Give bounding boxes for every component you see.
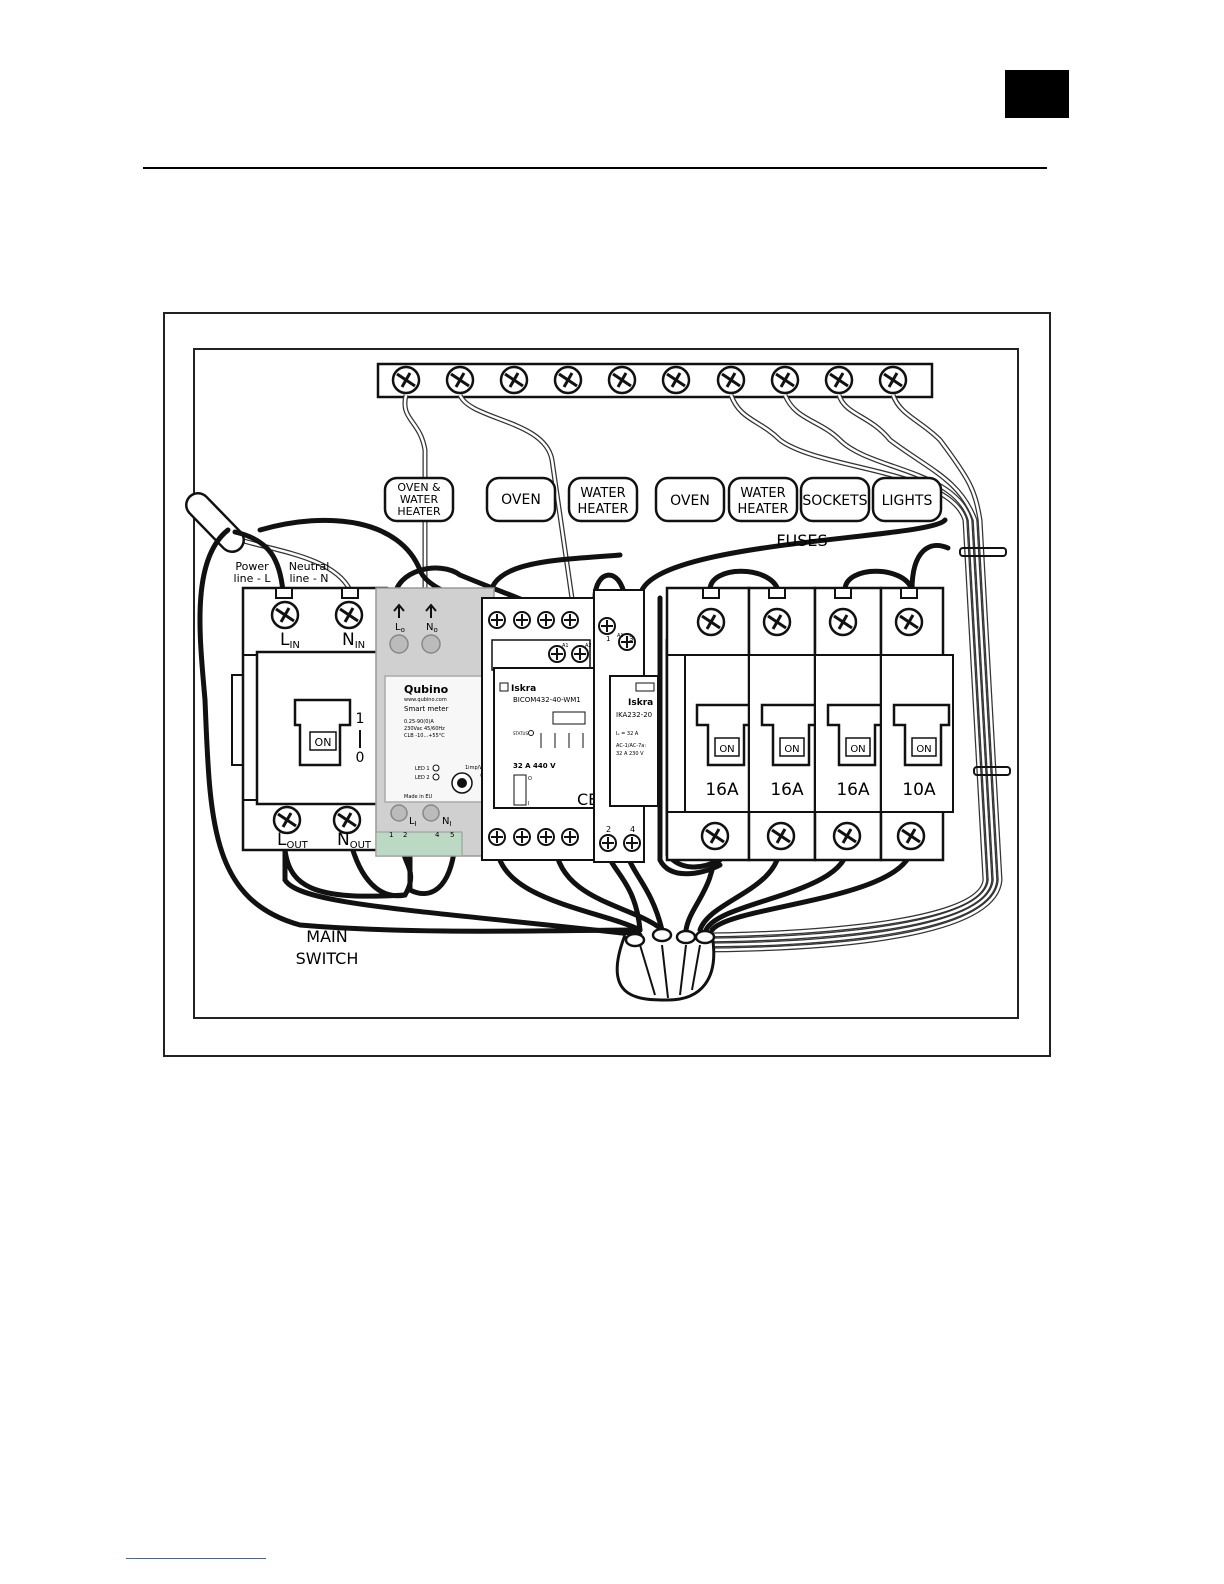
relay-brand: Iskra: [628, 698, 653, 708]
label-oven-water-heater-l2: WATER: [400, 493, 439, 506]
relay-spec-1: Iₑ = 32 A: [616, 731, 639, 737]
label-oven-water-heater-l3: HEATER: [397, 505, 441, 518]
label-water-heater: [567, 476, 639, 523]
n-in-label: NIN: [342, 630, 365, 651]
contactor-i: I: [528, 801, 529, 807]
breaker-1: ON 16A: [665, 586, 754, 862]
label-oven-water-heater: [383, 476, 455, 523]
label-water-heater-2-l1: WATER: [740, 486, 785, 501]
qubino-ni: NI: [442, 816, 452, 828]
panel-frame: [193, 348, 1019, 1019]
breaker-1-rating: 16A: [705, 780, 739, 800]
qubino-spec-3: CLB -10...+55°C: [404, 733, 445, 739]
neutral-line-l1: Neutral: [289, 560, 330, 573]
label-water-heater-2: [727, 476, 799, 523]
contactor-a1: A1: [562, 643, 569, 649]
header-rule: [143, 167, 1047, 169]
iskra-relay: 1 A1 3 Iskra IKA232-20 Iₑ = 32 A AC-1/AC…: [593, 589, 659, 863]
relay-bottom-2: 2: [606, 825, 611, 834]
breaker-4: ON 10A: [879, 586, 954, 862]
breaker-2: ON 16A: [747, 586, 819, 862]
main-switch-caption-l2: SWITCH: [296, 949, 359, 968]
n-out-label: NOUT: [337, 830, 372, 851]
relay-spec-3: 32 A 230 V: [616, 751, 644, 757]
label-sockets-text: SOCKETS: [802, 493, 867, 509]
qubino-terminal-2: 2: [403, 831, 407, 839]
power-line-l2: line - L: [234, 572, 272, 585]
qubino-led2: LED 2: [415, 775, 430, 781]
contactor-status: STATUS: [513, 731, 528, 736]
contactor-ce: CE: [577, 790, 598, 809]
qubino-led1: LED 1: [415, 766, 430, 772]
qubino-imp: 1imp/Wh: [465, 765, 487, 771]
relay-top-a1: A1: [617, 633, 624, 639]
neutral-line-l2: line - N: [289, 572, 328, 585]
label-oven-2-text: OVEN: [670, 493, 710, 509]
breaker-2-rating: 16A: [770, 780, 804, 800]
label-sockets: [799, 476, 871, 523]
qubino-lo: Lo: [395, 622, 405, 634]
fuses-caption: FUSES: [776, 531, 827, 550]
qubino-brand: Qubino: [404, 683, 449, 696]
contactor-o: O: [528, 776, 532, 782]
chapter-tab: [1005, 70, 1069, 118]
qubino-spec-2: 230Vac 45/60Hz: [404, 726, 445, 732]
qubino-made: Made in EU: [404, 794, 433, 800]
contactor-brand: Iskra: [511, 684, 536, 694]
label-water-heater-l1: WATER: [580, 486, 625, 501]
main-switch-zero: 0: [356, 750, 365, 766]
breaker-1-state: ON: [719, 744, 734, 755]
relay-spec-2: AC-1/AC-7a:: [616, 743, 646, 749]
breaker-3-rating: 16A: [836, 780, 870, 800]
main-switch-one: 1: [356, 711, 365, 727]
relay-bottom-4: 4: [630, 825, 635, 834]
contactor-model: BICOM432-40-WM1: [513, 696, 581, 704]
l-in-label: LIN: [280, 630, 300, 651]
label-oven-2: [654, 476, 726, 523]
label-oven-water-heater-l1: OVEN &: [397, 481, 441, 494]
main-switch: ON 1 0 LIN NIN LOUT NOUT Power line - L …: [231, 560, 389, 968]
label-oven: [485, 476, 557, 523]
cable-bundle: [615, 927, 716, 1002]
contactor-a2: A2: [585, 643, 592, 649]
fuse-labels: OVEN & WATER HEATER OVEN WATER HEATER OV…: [383, 476, 943, 550]
qubino-smart-meter: Lo No Qubino www.qubino.com Smart meter …: [375, 587, 496, 857]
label-water-heater-l2: HEATER: [577, 502, 628, 517]
qubino-terminal-5: 5: [450, 831, 454, 839]
qubino-li: LI: [409, 816, 417, 828]
thin-wires: [213, 393, 1003, 953]
label-lights-text: LIGHTS: [882, 493, 933, 509]
label-lights: [871, 476, 943, 523]
breaker-3-state: ON: [850, 744, 865, 755]
breaker-4-state: ON: [916, 744, 931, 755]
breaker-4-rating: 10A: [902, 780, 936, 800]
qubino-terminal-1: 1: [389, 831, 393, 839]
power-line-l1: Power: [235, 560, 269, 573]
qubino-terminal-4: 4: [435, 831, 440, 839]
l-out-label: LOUT: [277, 830, 309, 851]
relay-top-1: 1: [606, 635, 610, 643]
cable-ties: [959, 547, 1011, 776]
relay-top-3: 3: [629, 635, 633, 643]
main-switch-on: ON: [315, 736, 332, 749]
qubino-url: www.qubino.com: [404, 697, 447, 703]
breaker-2-state: ON: [784, 744, 799, 755]
contactor-rating: 32 A 440 V: [513, 762, 556, 770]
relay-model: IKA232-20: [616, 711, 652, 719]
outer-frame: [163, 312, 1051, 1057]
label-water-heater-2-l2: HEATER: [737, 502, 788, 517]
label-oven-text: OVEN: [501, 492, 541, 508]
breaker-3: ON 16A: [813, 586, 885, 862]
qubino-spec-1: 0.25-90(0)A: [404, 719, 434, 725]
qubino-product: Smart meter: [404, 705, 449, 713]
iskra-contactor: A1 A2 Iskra BICOM432-40-WM1 STATUS 32 A …: [481, 597, 611, 861]
main-switch-caption-l1: MAIN: [306, 927, 347, 946]
footnote-rule: [126, 1558, 266, 1559]
qubino-no: No: [426, 622, 438, 634]
